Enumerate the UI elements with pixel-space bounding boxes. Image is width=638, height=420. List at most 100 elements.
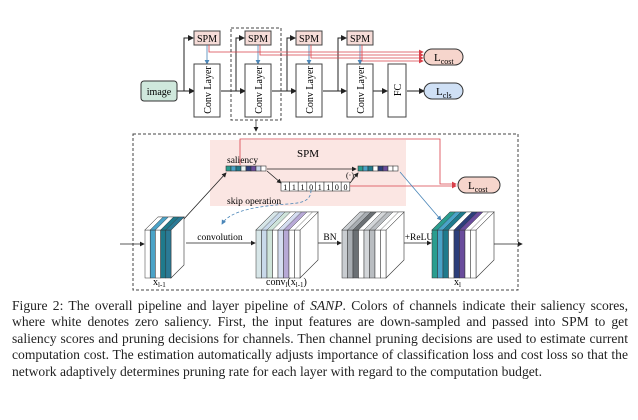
channel-stripe [266, 229, 273, 279]
svg-text:Conv Layer: Conv Layer [254, 66, 265, 114]
relu-label: +ReLU [405, 233, 434, 243]
mask-bit-value: 0 [309, 183, 313, 192]
channel-stripe [459, 229, 466, 279]
top-pipeline: image SPM SPM SPM SPM [140, 27, 464, 132]
channel-cell [387, 165, 394, 172]
top-fc-layer: FC [387, 63, 407, 118]
layer-detail-frame [132, 133, 519, 291]
channel-cell [245, 165, 252, 172]
input-tensor [144, 216, 185, 279]
saliency-label: saliency [227, 156, 258, 166]
channel-stripe [470, 229, 477, 279]
top-conv-layer-2: Conv Layer [244, 63, 272, 118]
channel-stripe [374, 229, 381, 279]
masked-saliency-vector [357, 165, 399, 172]
channel-cell [367, 165, 374, 172]
output-tensor [431, 211, 495, 279]
top-spm-4: SPM [346, 30, 374, 46]
channel-stripe [149, 229, 156, 279]
channel-cell [357, 165, 364, 172]
channel-stripe [283, 229, 290, 279]
channel-stripe [160, 229, 167, 279]
channel-stripe [437, 229, 444, 279]
bn-tensor [341, 211, 405, 279]
conv-tensor-label: convl(xl-1) [266, 277, 307, 289]
svg-text:Conv Layer: Conv Layer [203, 66, 214, 114]
convolution-label: convolution [197, 233, 243, 243]
svg-text:FC: FC [393, 84, 404, 97]
channel-cell [250, 165, 257, 172]
channel-stripe [277, 229, 284, 279]
svg-text:Lcost: Lcost [468, 180, 488, 194]
image-label: image [147, 87, 172, 98]
saliency-vector [225, 165, 267, 172]
output-tensor-label: xl [454, 277, 461, 289]
skip-label: skip operation [227, 197, 281, 207]
channel-cell [230, 165, 237, 172]
channel-stripe [155, 229, 161, 279]
channel-stripe [165, 229, 172, 279]
channel-cell [235, 165, 242, 172]
channel-stripe [261, 229, 268, 279]
conv-tensor [255, 211, 319, 279]
channel-stripe [272, 229, 279, 279]
image-input-box: image [140, 80, 178, 102]
bn-label: BN [323, 233, 336, 243]
channel-stripe [363, 229, 370, 279]
svg-text:SPM: SPM [299, 34, 319, 45]
mask-bit-value: 1 [326, 183, 330, 192]
input-tensor-label: xl-1 [153, 277, 166, 289]
top-conv-layer-3: Conv Layer [295, 63, 323, 118]
top-spm-2: SPM [244, 30, 272, 46]
svg-text:SPM: SPM [197, 34, 217, 45]
channel-stripe [380, 229, 387, 279]
channel-stripe [369, 229, 376, 279]
top-loss-cost: Lcost [423, 48, 464, 66]
channel-stripe [352, 229, 359, 279]
channel-stripe [358, 229, 365, 279]
top-spm-1: SPM [193, 30, 221, 46]
mask-bit-value: 1 [283, 183, 287, 192]
channel-stripe [255, 229, 262, 279]
svg-text:Conv Layer: Conv Layer [305, 66, 316, 114]
spm-region [210, 140, 406, 206]
channel-stripe [448, 229, 455, 279]
svg-text:SPM: SPM [248, 34, 268, 45]
detail-loss-cost: Lcost [457, 176, 501, 194]
channel-cell [372, 165, 379, 172]
channel-cell [225, 165, 232, 172]
svg-text:Conv Layer: Conv Layer [356, 66, 367, 114]
svg-text:Lcls: Lcls [436, 86, 452, 100]
channel-stripe [431, 229, 438, 279]
channel-stripe [144, 229, 151, 279]
multiply-op: (·) [346, 171, 354, 180]
spm-title: SPM [297, 148, 319, 160]
mask-bit-value: 1 [318, 183, 322, 192]
svg-text:Lcost: Lcost [434, 52, 454, 66]
top-loss-cls: Lcls [423, 82, 464, 100]
top-spm-3: SPM [295, 30, 323, 46]
channel-stripe [347, 229, 354, 279]
channel-cell [260, 165, 267, 172]
mask-bit-value: 1 [292, 183, 296, 192]
figure-caption: Figure 2: The overall pipeline and layer… [12, 298, 628, 379]
svg-text:SPM: SPM [350, 34, 370, 45]
channel-cell [382, 165, 389, 172]
channel-stripe [464, 229, 471, 279]
channel-stripe [341, 229, 348, 279]
mask-bit-value: 0 [335, 183, 339, 192]
channel-stripe [453, 229, 460, 279]
channel-cell [240, 165, 247, 172]
mask-bit-value: 1 [301, 183, 305, 192]
channel-cell [362, 165, 369, 172]
top-conv-layer-4: Conv Layer [346, 63, 374, 118]
sanp-pipeline-figure: image SPM SPM SPM SPM [120, 27, 523, 291]
channel-stripe [442, 229, 449, 279]
channel-cell [377, 165, 384, 172]
mask-bit-value: 0 [344, 183, 348, 192]
channel-stripe [288, 229, 295, 279]
mask-bit-cell [340, 181, 351, 192]
top-conv-layer-1: Conv Layer [193, 63, 221, 118]
